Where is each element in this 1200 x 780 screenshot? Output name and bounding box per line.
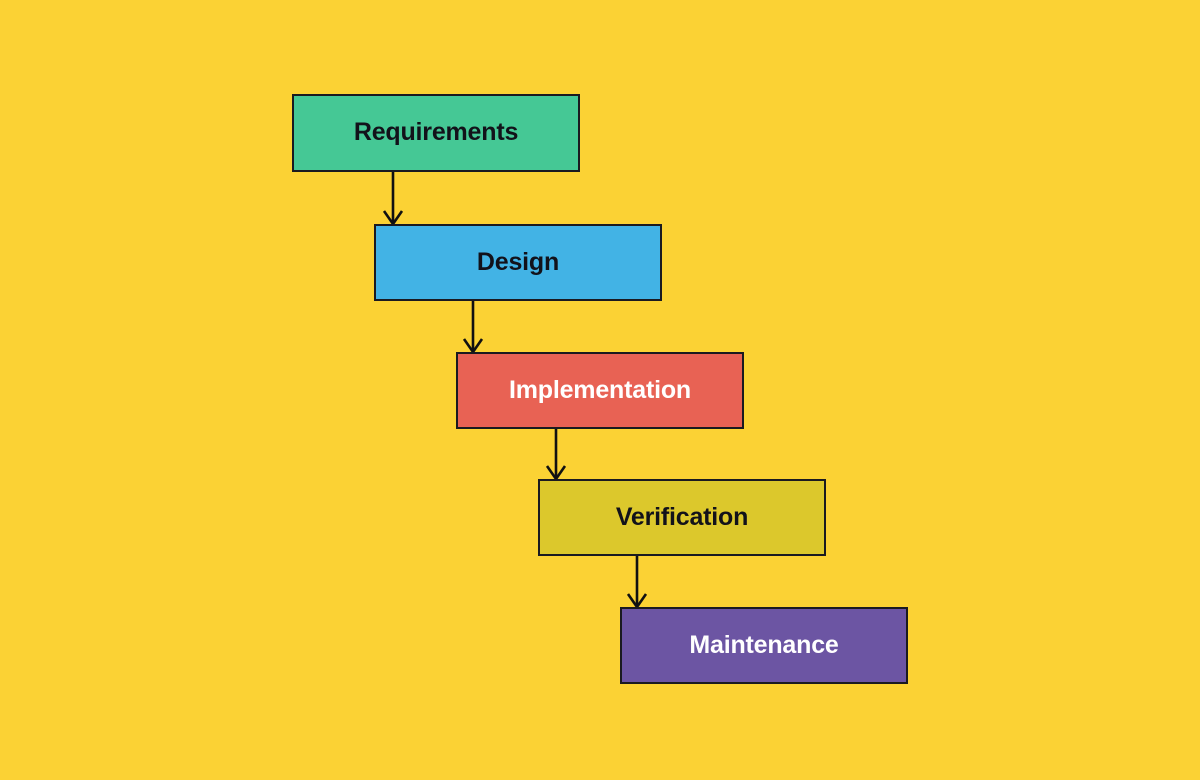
- stage-box-requirements[interactable]: Requirements: [292, 94, 580, 172]
- stage-box-maintenance[interactable]: Maintenance: [620, 607, 908, 684]
- arrow-head: [382, 210, 404, 227]
- arrow-verification-to-maintenance: [626, 556, 648, 610]
- arrow-head: [545, 465, 567, 482]
- stage-label-maintenance: Maintenance: [689, 630, 839, 659]
- arrow-head: [626, 593, 648, 610]
- arrow-requirements-to-design: [382, 172, 404, 227]
- stage-label-verification: Verification: [615, 502, 749, 531]
- stage-label-design: Design: [476, 247, 560, 276]
- stage-box-verification[interactable]: Verification: [538, 479, 826, 556]
- stage-label-requirements: Requirements: [353, 118, 519, 147]
- arrow-head: [462, 338, 484, 355]
- arrow-design-to-implementation: [462, 301, 484, 355]
- stage-box-design[interactable]: Design: [374, 224, 662, 301]
- stage-label-implementation: Implementation: [509, 375, 691, 404]
- arrow-implementation-to-verification: [545, 429, 567, 482]
- stage-box-implementation[interactable]: Implementation: [456, 352, 744, 429]
